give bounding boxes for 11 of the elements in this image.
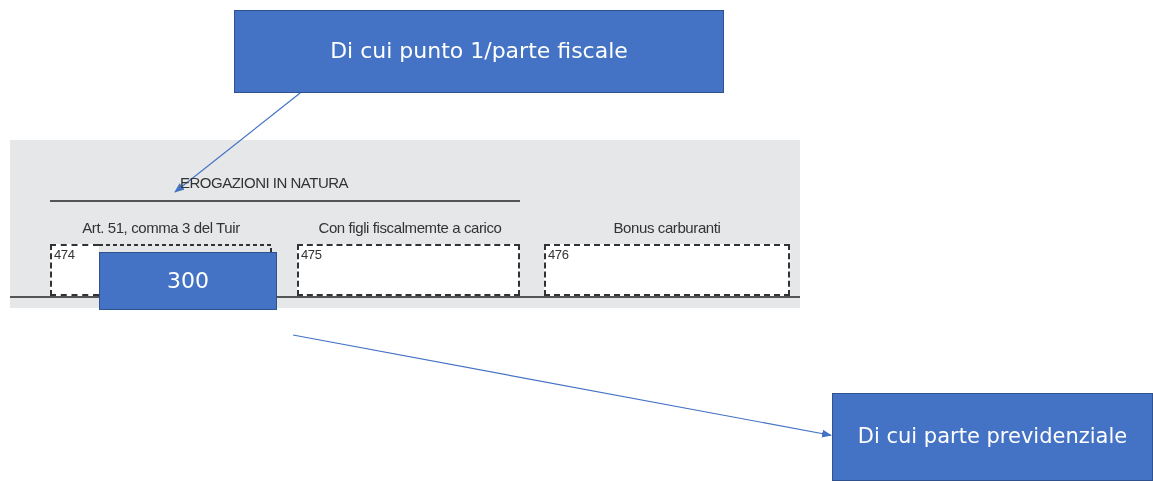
arrow [174, 92, 301, 193]
callout-box: 300 [99, 252, 277, 310]
column-header: Art. 51, comma 3 del Tuir [81, 219, 241, 236]
field-number: 475 [301, 247, 323, 262]
field-number: 476 [548, 247, 570, 262]
callout-box: Di cui punto 1/parte fiscale [234, 10, 724, 93]
column-header: Bonus carburanti [612, 219, 722, 236]
arrow [292, 334, 832, 438]
callout-box: Di cui parte previdenziale [832, 393, 1153, 481]
field-number: 474 [54, 247, 76, 262]
column-header: Con figli fiscalmemte a carico [317, 219, 503, 236]
